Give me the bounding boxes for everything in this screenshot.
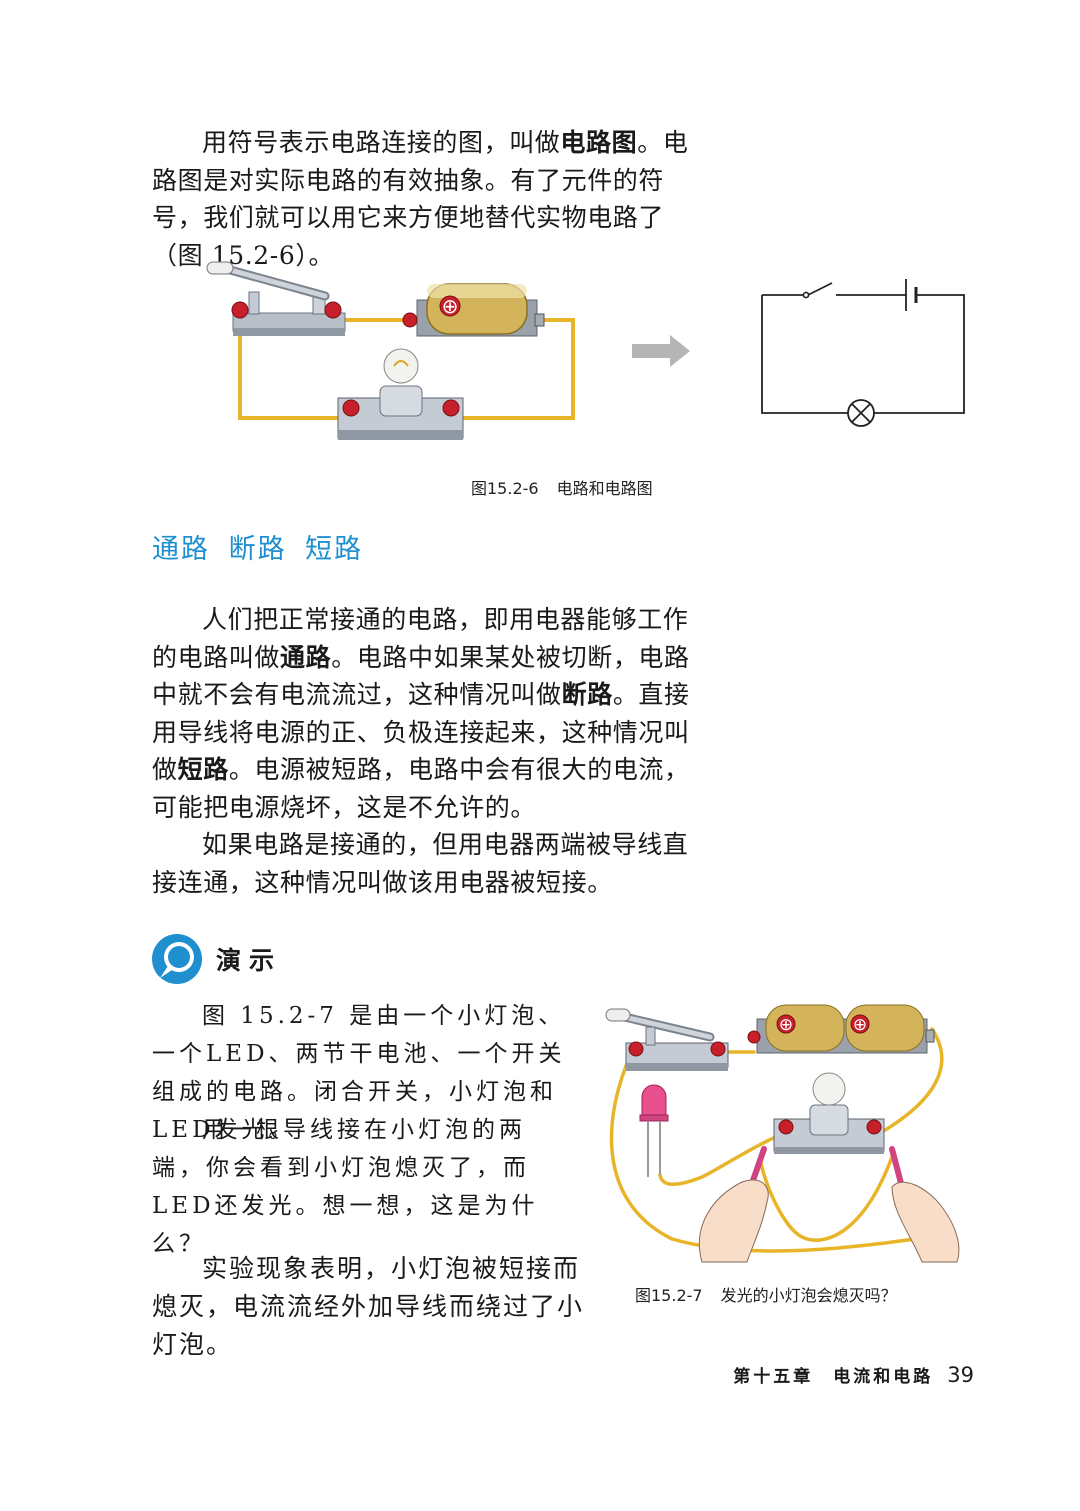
term-open-circuit: 断路 <box>561 680 613 709</box>
lamp-terminal-right <box>442 399 460 417</box>
demo-icon <box>152 934 202 984</box>
figure-short-circuit-demo: ⊕ ⊕ <box>605 1004 960 1263</box>
lamp-terminal-left <box>342 399 360 417</box>
arrow-icon <box>632 335 690 367</box>
battery-terminal-negative <box>402 312 418 328</box>
demo-battery-pack: ⊕ ⊕ <box>747 1004 935 1054</box>
figure2-caption-text: 发光的小灯泡会熄灭吗？ <box>720 1286 897 1305</box>
figure1-caption: 图15.2-6 电路和电路图 <box>471 475 653 499</box>
body-text: 。电源被短路，电路中会有很大的电流，可能把电源烧坏，这是不允许的。 <box>152 755 690 822</box>
intro-text-b: 。电路图是对实际电路的有效抽象。有了元件的符号，我们就可以用它来方便地替代实物电… <box>152 128 689 270</box>
left-hand <box>698 1146 769 1263</box>
switch-terminal-left <box>231 301 249 319</box>
switch-terminal-right <box>324 301 342 319</box>
term-circuit-diagram: 电路图 <box>560 128 638 157</box>
battery-2-plus-symbol: ⊕ <box>853 1015 867 1035</box>
switch-blade <box>807 282 833 296</box>
battery-1-plus-symbol: ⊕ <box>779 1015 793 1035</box>
section-heading: 通路 断路 短路 <box>152 534 364 565</box>
figure2-caption-number: 图15.2-7 <box>635 1286 703 1305</box>
page-footer: 第十五章 电流和电路 39 <box>733 1362 974 1387</box>
demo-label: 演示 <box>216 946 283 975</box>
led <box>639 1084 669 1177</box>
figure2-caption: 图15.2-7 发光的小灯泡会熄灭吗？ <box>635 1282 897 1306</box>
figure1-caption-number: 图15.2-6 <box>471 479 539 498</box>
right-hand <box>889 1146 960 1263</box>
lamp-symbol <box>847 399 875 427</box>
demo-paragraph-2: 用一根导线接在小灯泡的两端，你会看到小灯泡熄灭了，而LED还发光。想一想，这是为… <box>152 1117 539 1257</box>
body-text: 人们把正常接通的电路，即用电器能够工作的电路叫做 <box>152 605 689 672</box>
demo-wires <box>609 1027 944 1253</box>
body-paragraph-2: 如果电路是接通的，但用电器两端被导线直接连通，这种情况叫做该用电器被短接。 <box>152 830 689 897</box>
body-text: 。电路中如果某处被切断，电路中就不会有电流流过，这种情况叫做 <box>152 642 690 710</box>
circuit-wires <box>238 318 575 420</box>
chapter-title: 第十五章 电流和电路 <box>733 1367 934 1387</box>
knife-switch <box>206 261 346 336</box>
term-short-circuit: 短路 <box>177 755 229 784</box>
lamp-holder <box>337 348 464 440</box>
circuit-diagram <box>761 279 965 427</box>
intro-paragraph: 用符号表示电路连接的图，叫做电路图。电路图是对实际电路的有效抽象。有了元件的符号… <box>152 124 692 274</box>
demo-lamp-holder <box>773 1072 885 1154</box>
bulb <box>383 348 419 384</box>
intro-text-a: 用符号表示电路连接的图，叫做 <box>202 128 561 157</box>
term-closed-circuit: 通路 <box>280 642 332 672</box>
demo-knife-switch <box>605 1008 729 1071</box>
figure1-caption-text: 电路和电路图 <box>556 479 653 498</box>
conclusion-paragraph: 实验现象表明，小灯泡被短接而熄灭，电流流经外加导线而绕过了小灯泡。 <box>152 1254 585 1359</box>
body-paragraph-1: 人们把正常接通的电路，即用电器能够工作的电路叫做通路。电路中如果某处被切断，电路… <box>152 601 692 826</box>
body-text: 。直接用导线将电源的正、负极连接起来，这种情况叫做 <box>152 680 690 784</box>
page-number: 39 <box>947 1363 974 1387</box>
battery-plus-symbol: ⊕ <box>442 294 459 318</box>
demo-paragraph-1: 图 15.2-7 是由一个小灯泡、一个LED、两节干电池、一个开关组成的电路。闭… <box>152 1003 566 1143</box>
battery-holder: ⊕ <box>402 283 545 337</box>
figure-real-circuit: ⊕ <box>206 261 575 440</box>
